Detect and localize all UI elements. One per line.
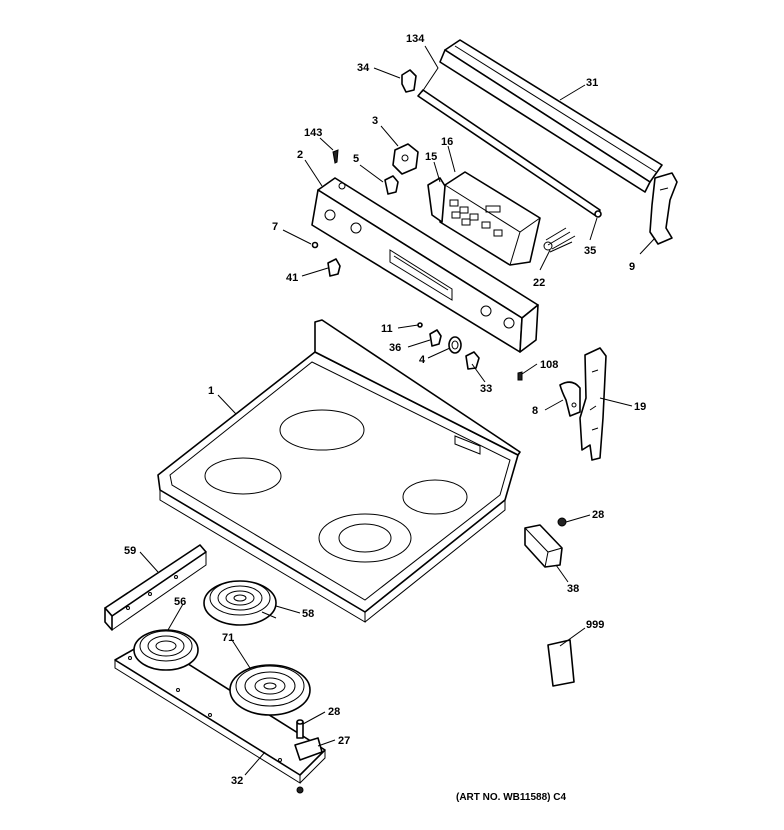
part-28-pin-lower bbox=[296, 719, 304, 739]
part-grommet-bottom bbox=[296, 786, 304, 794]
label-56: 56 bbox=[174, 596, 186, 608]
part-36-clip bbox=[429, 329, 442, 347]
part-22-wire-harness bbox=[543, 227, 576, 253]
art-number: (ART NO. WB11588) C4 bbox=[456, 792, 566, 803]
part-15-overlay bbox=[427, 177, 446, 223]
part-71-surface-element bbox=[229, 664, 311, 716]
part-33-clip bbox=[465, 351, 480, 370]
part-134-rod bbox=[417, 89, 601, 217]
label-5: 5 bbox=[353, 153, 359, 165]
part-59-bracket-rail bbox=[104, 544, 207, 631]
label-4: 4 bbox=[419, 354, 426, 366]
label-16: 16 bbox=[441, 136, 453, 148]
part-27-receptacle bbox=[294, 737, 323, 761]
part-34-clip bbox=[401, 69, 417, 93]
part-31-top-trim bbox=[439, 39, 663, 193]
part-19-side-bracket bbox=[579, 347, 607, 461]
part-11-screw bbox=[417, 322, 423, 328]
part-35-pin bbox=[594, 210, 602, 218]
label-9: 9 bbox=[629, 261, 635, 273]
label-31: 31 bbox=[586, 77, 598, 89]
label-134: 134 bbox=[406, 33, 425, 45]
label-41: 41 bbox=[286, 272, 298, 284]
label-1: 1 bbox=[208, 385, 214, 397]
label-58: 58 bbox=[302, 608, 314, 620]
label-71: 71 bbox=[222, 632, 234, 644]
part-999-literature bbox=[547, 639, 575, 687]
label-8: 8 bbox=[532, 405, 538, 417]
label-999: 999 bbox=[586, 619, 604, 631]
label-3: 3 bbox=[372, 115, 378, 127]
label-38: 38 bbox=[567, 583, 579, 595]
callout-labels: 134 34 31 3 143 16 2 5 15 7 35 9 41 22 1… bbox=[124, 33, 646, 803]
label-22: 22 bbox=[533, 277, 545, 289]
part-56-surface-element bbox=[133, 629, 199, 671]
part-4-knob bbox=[448, 336, 462, 354]
part-9-end-bracket bbox=[649, 172, 678, 245]
leader-lines bbox=[139, 45, 656, 776]
label-19: 19 bbox=[634, 401, 646, 413]
part-16-control-board bbox=[439, 171, 541, 266]
part-108-screw bbox=[517, 371, 523, 381]
label-36: 36 bbox=[389, 342, 401, 354]
part-2-backsplash bbox=[311, 177, 539, 353]
label-108: 108 bbox=[540, 359, 558, 371]
part-1-cooktop bbox=[157, 319, 521, 623]
part-28-grommet-upper bbox=[557, 517, 567, 527]
label-7: 7 bbox=[272, 221, 278, 233]
part-58-surface-element bbox=[203, 580, 277, 626]
part-7-screw bbox=[311, 241, 319, 249]
label-27: 27 bbox=[338, 735, 350, 747]
label-32: 32 bbox=[231, 775, 243, 787]
part-5-clip bbox=[384, 175, 399, 195]
label-59: 59 bbox=[124, 545, 136, 557]
part-3-switch bbox=[392, 143, 419, 175]
label-34: 34 bbox=[357, 62, 370, 74]
label-28-lower: 28 bbox=[328, 706, 340, 718]
label-11: 11 bbox=[381, 323, 393, 335]
part-38-terminal-block bbox=[524, 524, 563, 568]
label-33: 33 bbox=[480, 383, 492, 395]
label-2: 2 bbox=[297, 149, 303, 161]
label-28-upper: 28 bbox=[592, 509, 604, 521]
part-41-clip bbox=[327, 258, 341, 277]
part-143-screw bbox=[332, 149, 339, 164]
label-15: 15 bbox=[425, 151, 437, 163]
label-143: 143 bbox=[304, 127, 322, 139]
part-8-bracket bbox=[559, 381, 581, 417]
label-35: 35 bbox=[584, 245, 596, 257]
